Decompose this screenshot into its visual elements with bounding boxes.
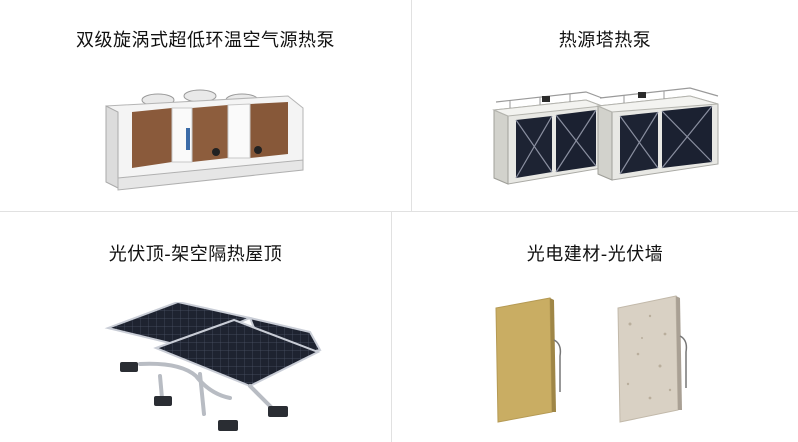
heat-source-tower-image xyxy=(492,87,719,185)
product-title: 光伏顶-架空隔热屋顶 xyxy=(108,244,283,265)
pv-roof-image xyxy=(104,302,322,431)
pv-wall-image xyxy=(495,295,688,423)
product-card-pv-roof[interactable]: 光伏顶-架空隔热屋顶 xyxy=(0,212,392,442)
product-card-pv-wall[interactable]: 光电建材-光伏墙 xyxy=(392,212,798,442)
product-card-air-source-heat-pump[interactable]: 双级旋涡式超低环温空气源热泵 xyxy=(0,0,412,212)
product-card-heat-source-tower[interactable]: 热源塔热泵 xyxy=(412,0,798,212)
product-title: 双级旋涡式超低环温空气源热泵 xyxy=(76,30,335,51)
product-title: 热源塔热泵 xyxy=(558,30,652,51)
product-title: 光电建材-光伏墙 xyxy=(526,244,664,265)
air-source-heat-pump-image xyxy=(105,89,304,191)
